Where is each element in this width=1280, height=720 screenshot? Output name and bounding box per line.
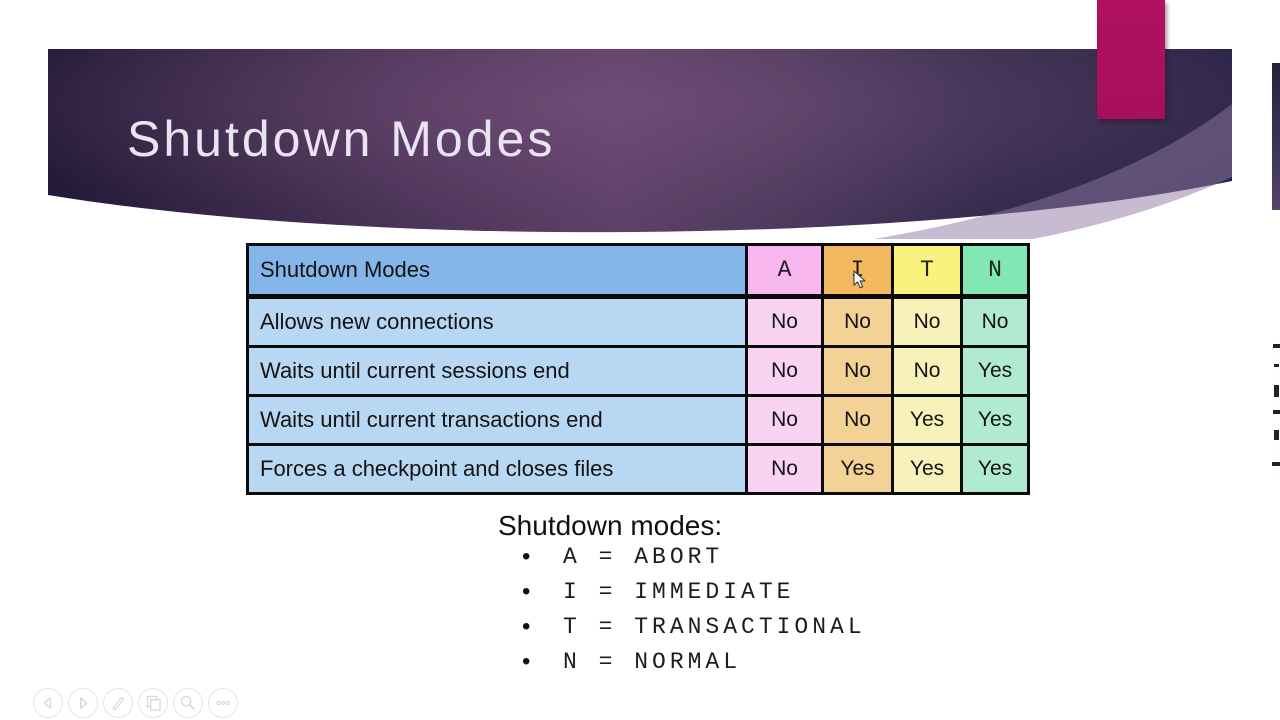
table-cell: No (748, 397, 821, 443)
row-label: Forces a checkpoint and closes files (249, 446, 745, 492)
bullet-glyph: • (522, 647, 531, 675)
column-header-n: N (963, 246, 1027, 294)
legend-item-text: I = IMMEDIATE (563, 578, 795, 605)
table-cell: Yes (894, 446, 960, 492)
next-slide-button[interactable] (68, 688, 98, 718)
legend-item: • T = TRANSACTIONAL (522, 613, 866, 640)
mouse-cursor (853, 270, 866, 289)
edge-mark (1274, 364, 1279, 367)
pen-icon (112, 697, 124, 711)
table-cell: No (963, 299, 1027, 345)
table-body: Allows new connections No No No No Waits… (249, 299, 1027, 492)
legend-item: • N = NORMAL (522, 648, 866, 675)
table-cell: No (894, 299, 960, 345)
legend-item: • I = IMMEDIATE (522, 578, 866, 605)
legend-item-text: T = TRANSACTIONAL (563, 613, 866, 640)
legend-item: • A = ABORT (522, 543, 866, 570)
legend-heading: Shutdown modes: (498, 510, 723, 541)
bullet-glyph: • (522, 612, 531, 640)
bullet-glyph: • (522, 577, 531, 605)
copy-slide-icon (146, 695, 161, 711)
more-options-button[interactable] (208, 688, 238, 718)
table-cell: No (748, 348, 821, 394)
row-label: Waits until current transactions end (249, 397, 745, 443)
shutdown-modes-table: Shutdown Modes A I T N Allows new connec… (246, 243, 1030, 495)
next-slide-icon (80, 697, 88, 709)
table-cell: Yes (963, 446, 1027, 492)
edge-mark (1273, 410, 1280, 414)
table-cell: No (748, 446, 821, 492)
table-cell: Yes (824, 446, 891, 492)
table-cell: No (824, 397, 891, 443)
adjacent-window-edge-top (1272, 63, 1280, 210)
edge-mark (1274, 430, 1279, 440)
row-label: Waits until current sessions end (249, 348, 745, 394)
magnifier-button[interactable] (173, 688, 203, 718)
header-divider (249, 294, 1027, 299)
table-cell: No (748, 299, 821, 345)
copy-slide-button[interactable] (138, 688, 168, 718)
slide-title: Shutdown Modes (127, 111, 556, 167)
magnifier-icon (180, 695, 195, 710)
edge-mark (1272, 462, 1280, 466)
table-cell: No (824, 348, 891, 394)
pen-button[interactable] (103, 688, 133, 718)
table-cell: No (894, 348, 960, 394)
previous-slide-icon (43, 697, 51, 709)
table-header-row: Shutdown Modes A I T N (249, 246, 1027, 294)
adjacent-window-edge-content (1272, 338, 1280, 480)
accent-rectangle (1097, 0, 1165, 119)
column-header-a: A (748, 246, 821, 294)
more-options-icon (216, 700, 230, 706)
row-label: Allows new connections (249, 299, 745, 345)
presenter-controls (33, 688, 238, 718)
previous-slide-button[interactable] (33, 688, 63, 718)
legend-item-text: A = ABORT (563, 543, 724, 570)
table-cell: No (824, 299, 891, 345)
table-corner-cell: Shutdown Modes (249, 246, 745, 294)
bullet-glyph: • (522, 542, 531, 570)
legend-list: • A = ABORT • I = IMMEDIATE • T = TRANSA… (522, 543, 866, 675)
legend-item-text: N = NORMAL (563, 648, 742, 675)
table-cell: Yes (963, 348, 1027, 394)
column-header-i: I (824, 246, 891, 294)
table-cell: Yes (894, 397, 960, 443)
title-banner (48, 49, 1232, 239)
edge-mark (1273, 344, 1280, 348)
table-cell: Yes (963, 397, 1027, 443)
column-header-t: T (894, 246, 960, 294)
edge-mark (1274, 385, 1279, 397)
